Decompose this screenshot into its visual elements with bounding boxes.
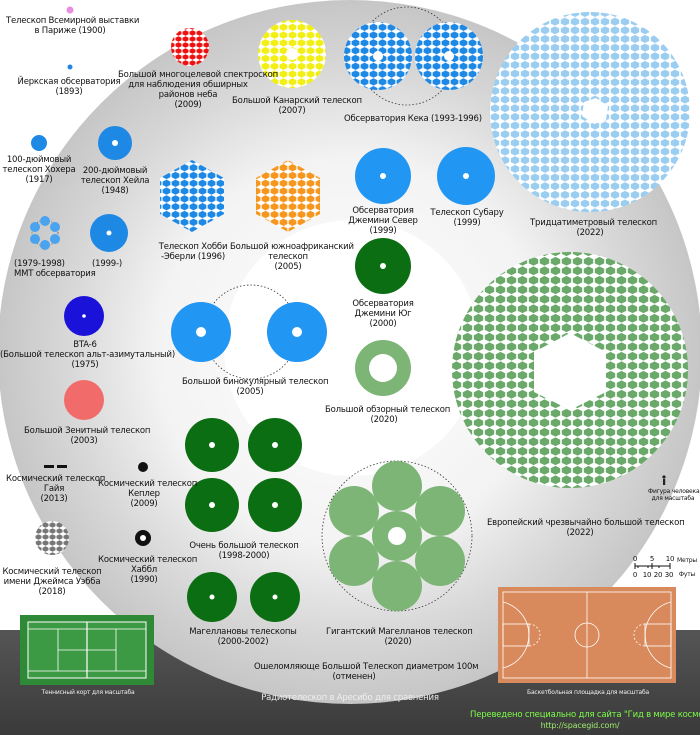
- label-magellan: Магеллановы телескопы(2000-2002): [189, 627, 297, 647]
- credit-text: Переведено специально для сайта "Гид в м…: [470, 710, 700, 720]
- gemini-north-mirror: [355, 148, 411, 204]
- credit-url[interactable]: http://spacegid.com/: [540, 721, 620, 730]
- elt-mirror: [452, 252, 688, 488]
- lbt-mirrors: [171, 284, 327, 380]
- scale-f-0: 0: [632, 571, 638, 579]
- vlt-mirrors: [185, 418, 302, 532]
- gaia-mirrors: [44, 465, 67, 468]
- label-gmt: Гигантский Магелланов телескоп(2020): [326, 627, 473, 647]
- yerkes-mirror: [67, 64, 73, 70]
- label-zenith: Большой Зенитный телескоп(2003): [24, 426, 151, 446]
- kepler-mirror: [138, 462, 148, 472]
- scale-f-20: 20: [653, 571, 663, 579]
- label-lbt: Большой бинокулярный телескоп(2005): [182, 377, 329, 397]
- scale-f-30: 30: [664, 571, 674, 579]
- hubble-mirror: [135, 530, 151, 546]
- keck-mirrors: [344, 6, 483, 106]
- scale-m-5: 5: [649, 555, 655, 563]
- lamost-mirror: [171, 28, 209, 66]
- label-subaru: Телескоп Субару(1999): [430, 208, 504, 228]
- zenith-mirror: [64, 380, 104, 420]
- label-mmt-new: (1999-): [92, 259, 122, 269]
- scale-f-10: 10: [642, 571, 652, 579]
- gtc-mirror: [258, 20, 326, 88]
- label-gtc: Большой Канарский телескоп(2007): [232, 96, 362, 116]
- label-yerkes: Йеркская обсерватория(1893): [17, 77, 121, 97]
- mmt-new-mirror: [90, 214, 128, 252]
- het-mirror: [160, 160, 224, 232]
- label-bta6: BTA-6(Большой телескоп альт-азимутальный…: [0, 340, 175, 370]
- scale-feet-label: Футы: [678, 571, 696, 578]
- label-vlt: Очень большой телескоп(1998-2000): [189, 541, 299, 561]
- tennis-court: [20, 615, 154, 685]
- scale-m-0: 0: [632, 555, 638, 563]
- paris-mirror: [66, 6, 74, 14]
- label-het: Телескоп Хобби-Эберли (1996): [158, 242, 228, 262]
- label-lsst: Большой обзорный телескоп(2020): [325, 405, 451, 425]
- bta6-mirror: [64, 296, 104, 336]
- hale-mirror: [98, 126, 132, 160]
- salt-mirror: [256, 160, 320, 232]
- label-elt: Европейский чрезвычайно большой телескоп…: [487, 518, 685, 538]
- scale-m-10: 10: [665, 555, 675, 563]
- label-keck: Обсерватория Кека (1993-1996): [344, 114, 482, 124]
- label-basketball-court: Баскетбольная площадка для масштаба: [527, 689, 649, 696]
- hooker-mirror: [31, 135, 47, 151]
- basketball-court: [498, 587, 676, 683]
- scale-meters-label: Метры: [677, 557, 697, 564]
- gmt-mirrors: [321, 460, 473, 612]
- label-owl: Ошеломляюще Большой Телескоп диаметром 1…: [254, 662, 479, 682]
- gemini-south-mirror: [355, 238, 411, 294]
- label-tennis-court: Теннисный корт для масштаба: [41, 689, 135, 696]
- label-arecibo: Радиотелескоп в Аресибо для сравнения: [261, 693, 439, 703]
- jwst-mirror: [35, 521, 69, 555]
- scale-bar: [634, 563, 671, 569]
- label-mmt: (1979-1998)MMT обсерватория: [14, 259, 96, 279]
- mmt-old-mirrors: [30, 216, 60, 250]
- magellan-mirrors: [187, 572, 300, 622]
- subaru-mirror: [437, 147, 495, 205]
- tmt-mirror: [490, 12, 690, 212]
- human-figure-icon: [662, 475, 666, 485]
- label-tmt: Тридцатиметровый телескоп(2022): [530, 218, 658, 238]
- lsst-mirror: [355, 340, 411, 396]
